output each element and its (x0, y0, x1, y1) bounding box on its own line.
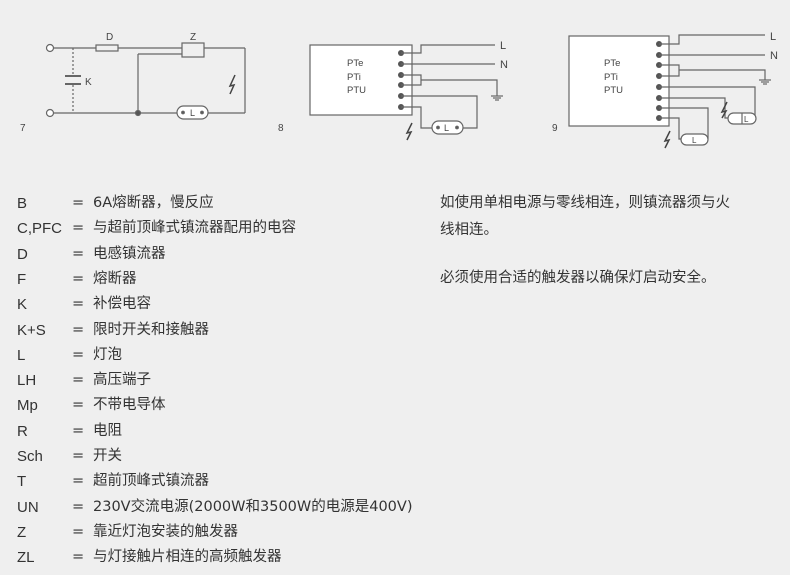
svg-text:8: 8 (278, 123, 284, 134)
terminal-icon (45, 108, 55, 118)
legend-equals: = (72, 321, 85, 338)
lightning-icon (405, 122, 413, 141)
legend-description: 补偿电容 (93, 296, 151, 313)
lightning-icon (228, 74, 236, 95)
legend-row: T = 超前顶峰式镇流器 (0, 469, 420, 494)
legend-row: LH = 高压端子 (0, 368, 420, 393)
svg-text:PTU: PTU (604, 85, 623, 96)
legend-row: UN = 230V交流电源(2000W和3500W的电源是400V) (0, 495, 420, 520)
legend-equals: = (72, 549, 85, 566)
legend-description: 高压端子 (93, 372, 151, 389)
lamp-icon (431, 120, 464, 135)
legend-equals: = (72, 296, 85, 313)
legend-row: C,PFC = 与超前顶峰式镇流器配用的电容 (0, 216, 420, 241)
svg-text:L: L (190, 108, 195, 118)
svg-text:Z: Z (190, 32, 196, 43)
legend-symbol: Z (17, 523, 27, 541)
svg-text:PTU: PTU (347, 85, 366, 96)
svg-text:N: N (770, 50, 778, 62)
legend-description: 靠近灯泡安装的触发器 (93, 523, 238, 540)
legend-equals: = (72, 523, 85, 540)
legend-row: D = 电感镇流器 (0, 242, 420, 267)
svg-text:PTe: PTe (347, 58, 363, 69)
legend-equals: = (72, 448, 85, 464)
legend-description: 开关 (93, 448, 122, 464)
legend-symbol: F (17, 270, 27, 288)
legend-description: 与超前顶峰式镇流器配用的电容 (93, 220, 296, 237)
legend-equals: = (72, 270, 85, 287)
svg-text:L: L (744, 115, 749, 124)
svg-text:K: K (85, 77, 92, 88)
svg-text:PTe: PTe (604, 58, 620, 69)
legend-description: 230V交流电源(2000W和3500W的电源是400V) (93, 498, 413, 515)
legend-row: Mp = 不带电导体 (0, 393, 420, 418)
legend-description: 超前顶峰式镇流器 (93, 473, 209, 490)
lightning-icon (720, 101, 728, 119)
svg-text:D: D (106, 32, 113, 43)
legend-row: Sch = 开关 (0, 444, 420, 469)
fuse-icon (95, 44, 119, 52)
legend-description: 熔断器 (93, 270, 137, 287)
legend-symbol: K (17, 296, 28, 314)
legend-description: 灯泡 (93, 346, 122, 363)
legend-symbol: B (17, 195, 28, 212)
svg-text:L: L (770, 31, 776, 43)
legend-description: 与灯接触片相连的高频触发器 (93, 549, 282, 566)
legend-row: L = 灯泡 (0, 343, 420, 368)
legend-row: ZL = 与灯接触片相连的高频触发器 (0, 545, 420, 570)
svg-text:N: N (500, 59, 508, 71)
legend-row: K = 补偿电容 (0, 292, 420, 317)
legend-equals: = (72, 195, 85, 211)
legend-symbol: Mp (17, 397, 38, 415)
igniter-box (181, 42, 205, 58)
legend-symbol: T (17, 473, 27, 491)
note-line: 如使用单相电源与零线相连，则镇流器须与火 (440, 195, 730, 211)
legend-symbol: C,PFC (17, 220, 62, 238)
legend-equals: = (72, 372, 85, 389)
diagram-8 (309, 44, 503, 141)
legend-equals: = (72, 498, 85, 515)
svg-text:7: 7 (20, 123, 26, 134)
legend-description: 6A熔断器，慢反应 (93, 195, 214, 211)
lightning-icon (663, 130, 671, 149)
svg-text:PTi: PTi (347, 72, 361, 83)
lamp-icon (176, 105, 209, 120)
diagram-7 (45, 42, 246, 120)
note-line: 线相连。 (440, 222, 498, 238)
legend-equals: = (72, 220, 85, 237)
legend-description: 不带电导体 (93, 397, 166, 414)
legend-symbol: R (17, 422, 28, 440)
legend-equals: = (72, 397, 85, 414)
svg-text:L: L (692, 136, 697, 145)
legend-description: 电阻 (93, 422, 122, 439)
wiring-diagrams: D Z K L 7 PTe PTi PTU L N L 8 (20, 31, 778, 149)
lamp-icon (680, 133, 709, 146)
legend-symbol: UN (17, 498, 39, 516)
legend-description: 电感镇流器 (93, 245, 166, 262)
legend-symbol: L (17, 346, 26, 364)
legend-row: R = 电阻 (0, 419, 420, 444)
legend-equals: = (72, 473, 85, 490)
legend-row: B = 6A熔断器，慢反应 (0, 191, 420, 216)
legend-symbol: LH (17, 372, 37, 390)
legend-equals: = (72, 346, 85, 363)
legend-row: F = 熔断器 (0, 267, 420, 292)
legend-symbol: ZL (17, 549, 35, 567)
svg-text:PTi: PTi (604, 72, 618, 83)
legend-equals: = (72, 422, 85, 439)
svg-text:L: L (500, 40, 506, 52)
legend-row: K+S = 限时开关和接触器 (0, 318, 420, 343)
diagram-9 (568, 34, 771, 149)
legend-row: Z = 靠近灯泡安装的触发器 (0, 520, 420, 545)
legend-symbol: Sch (17, 448, 43, 465)
legend-symbol: D (17, 245, 28, 263)
legend-description: 限时开关和接触器 (93, 321, 209, 338)
svg-text:9: 9 (552, 123, 558, 134)
note-single-phase: 如使用单相电源与零线相连，则镇流器须与火 线相连。 (440, 190, 790, 244)
svg-text:L: L (444, 123, 449, 133)
legend-equals: = (72, 245, 85, 262)
terminal-icon (45, 43, 55, 53)
note-igniter: 必须使用合适的触发器以确保灯启动安全。 (440, 270, 716, 286)
legend-symbol: K+S (17, 321, 46, 339)
